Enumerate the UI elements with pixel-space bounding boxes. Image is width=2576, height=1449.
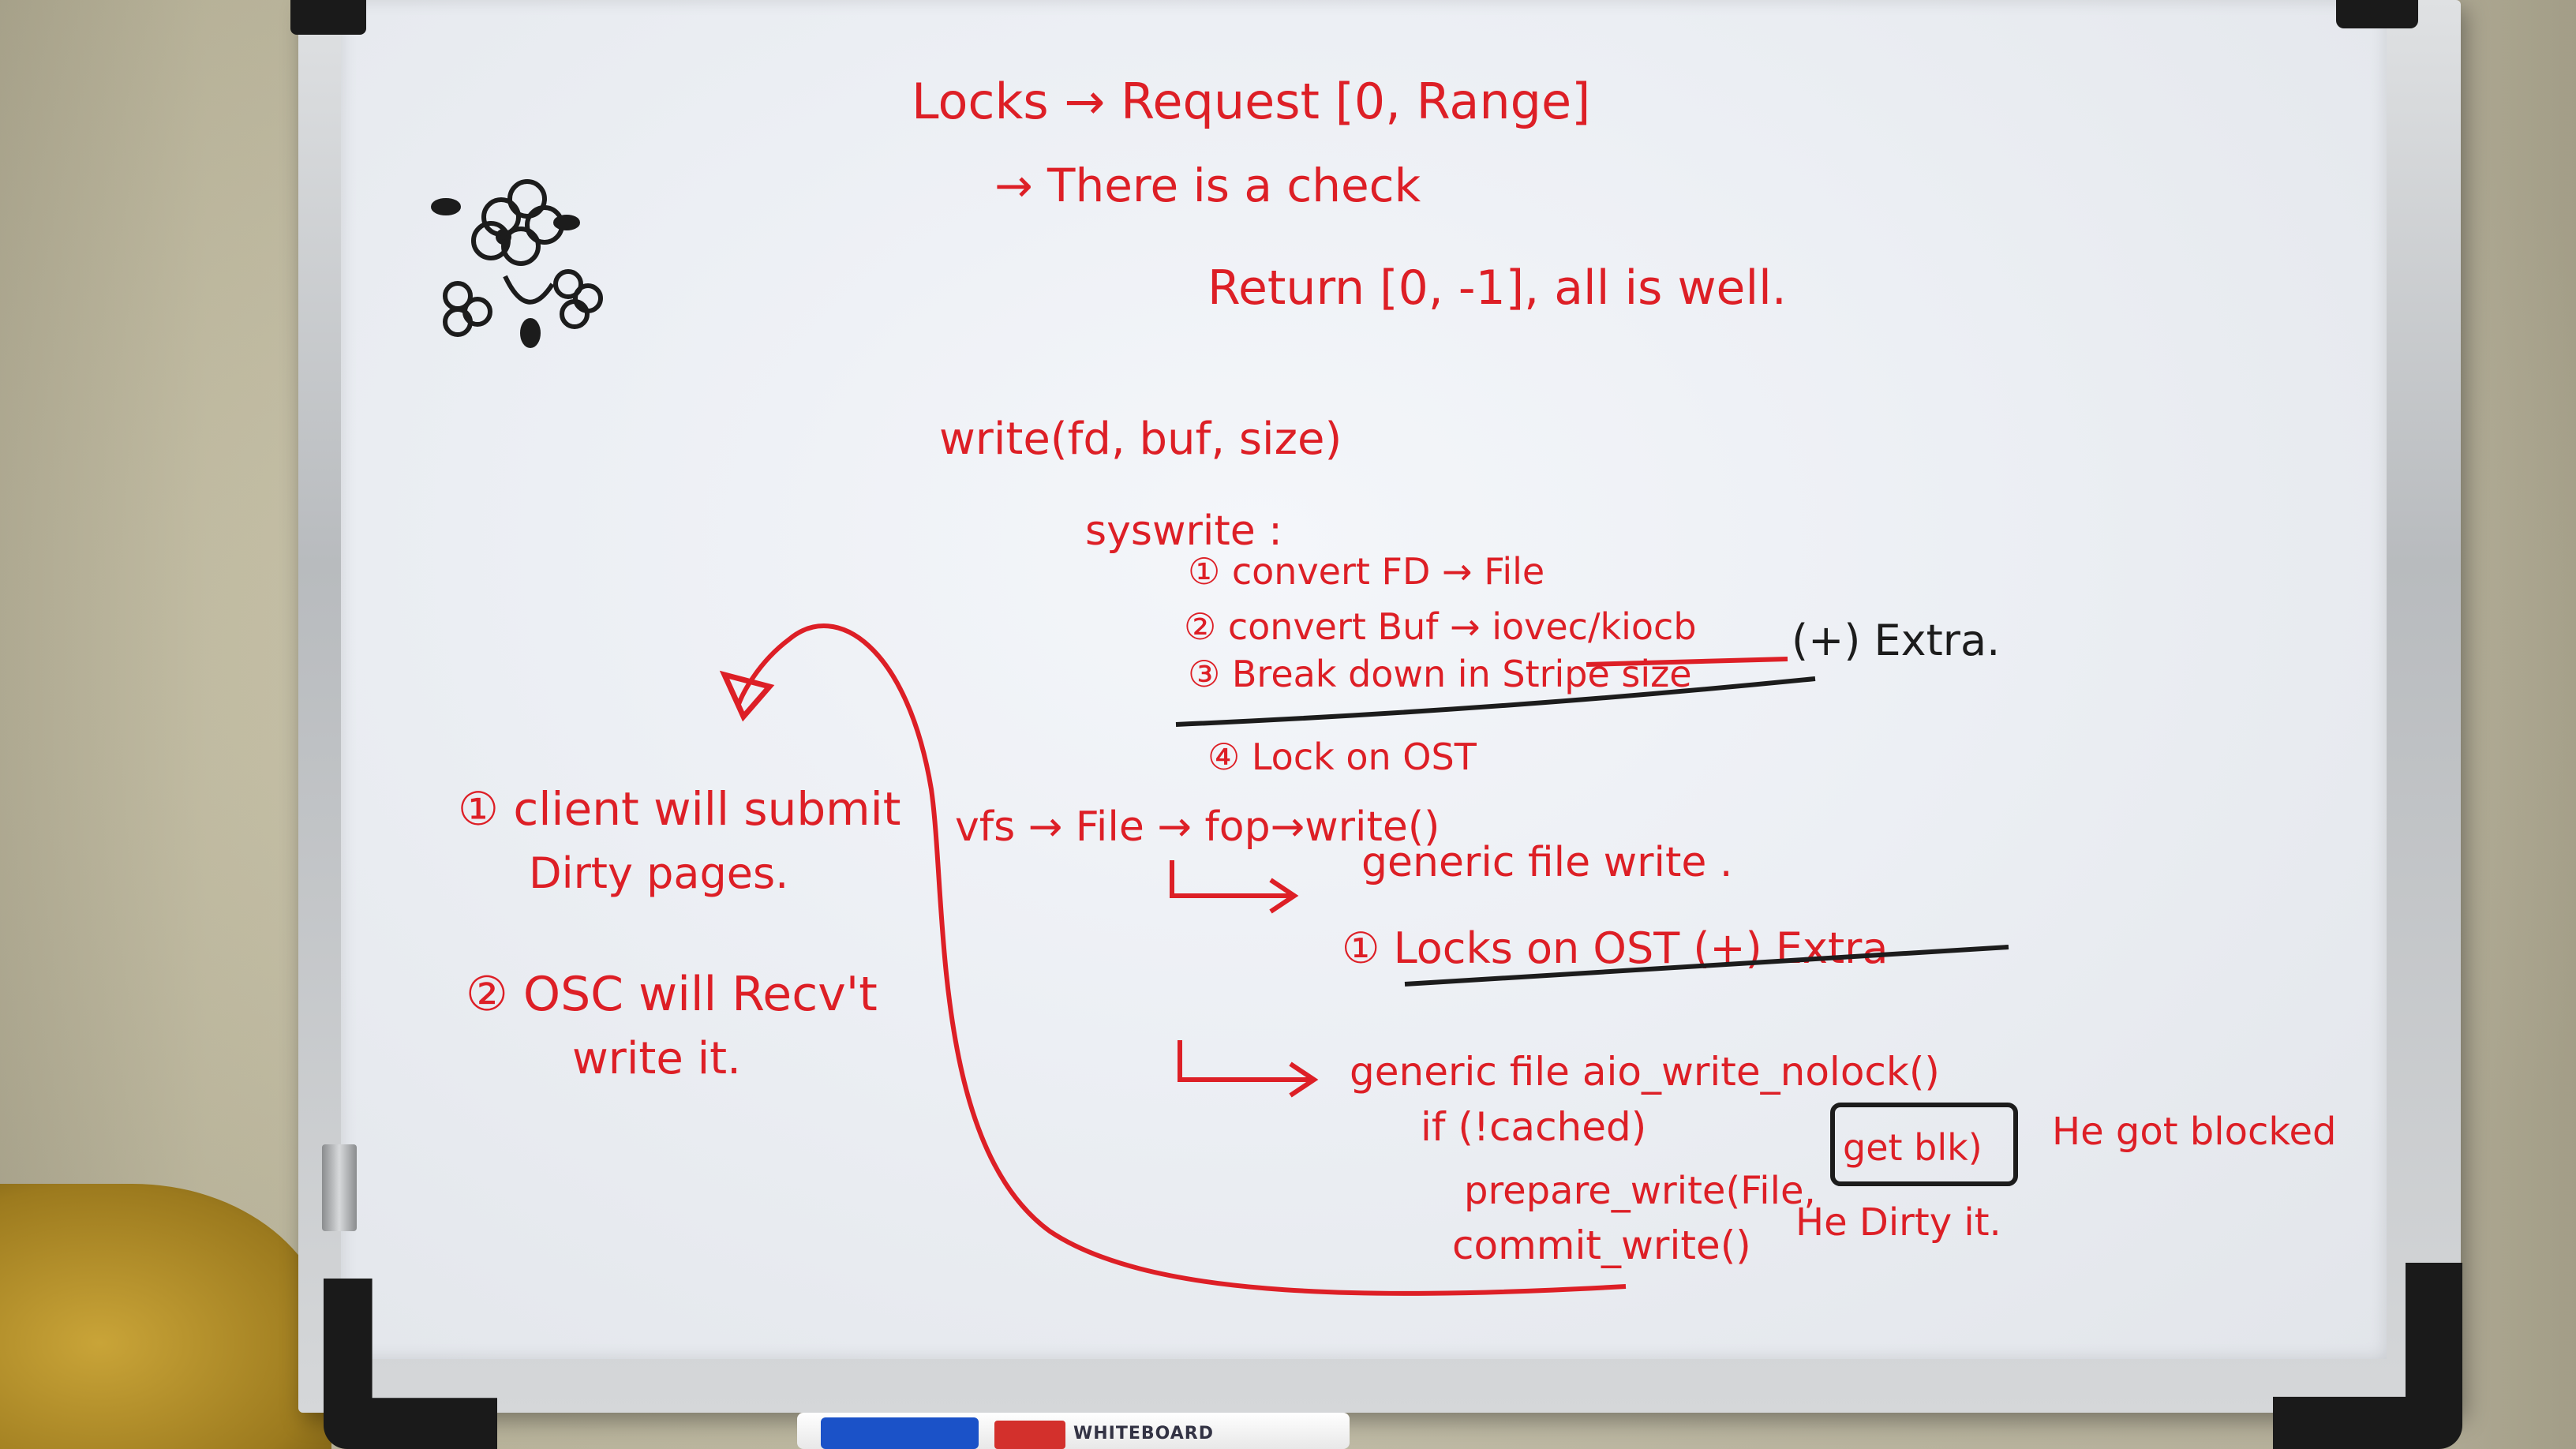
- locks-request-line: Locks → Request [0, Range]: [912, 73, 1590, 130]
- step-3-extra: (+) Extra.: [1792, 616, 2000, 665]
- prepare-write: prepare_write(File,: [1464, 1169, 1816, 1213]
- return-line: Return [0, -1], all is well.: [1208, 260, 1787, 316]
- frame-corner-top-right: [2336, 0, 2418, 28]
- arrow-generic-write-icon: [1170, 860, 1299, 914]
- marker-label: WHITEBOARD: [1073, 1423, 1215, 1443]
- left-note-1a: ① client will submit: [458, 782, 901, 836]
- generic-sub-step: ① Locks on OST (+) Extra: [1342, 923, 1888, 973]
- get-blk-box: [1830, 1103, 2018, 1186]
- there-is-check-line: → There is a check: [994, 159, 1421, 212]
- step-divider-line: [1175, 676, 1816, 727]
- left-note-1b: Dirty pages.: [529, 848, 788, 898]
- commit-note: He Dirty it.: [1795, 1200, 2001, 1245]
- curve-arrowhead-icon: [719, 670, 775, 722]
- write-call: write(fd, buf, size): [939, 414, 1342, 465]
- flower-doodle-icon: [431, 179, 603, 348]
- step-4: ④ Lock on OST: [1208, 736, 1477, 778]
- step-3: ③ Break down in Stripe size: [1188, 653, 1692, 695]
- prepare-boxed: get blk): [1843, 1126, 1983, 1169]
- feedback-curve-arrow: [736, 623, 1627, 1296]
- step-1: ① convert FD → File: [1188, 550, 1544, 593]
- vfs-line: vfs → File → fop→write(): [955, 803, 1440, 851]
- step-2: ② convert Buf → iovec/kiocb: [1184, 605, 1697, 648]
- left-note-2a: ② OSC will Recv't: [466, 967, 878, 1022]
- marker-blue-band: [821, 1417, 979, 1449]
- aio-write-call: generic file aio_write_nolock(): [1350, 1049, 1940, 1095]
- syswrite-label: syswrite :: [1085, 507, 1282, 555]
- mounting-bracket: [322, 1144, 357, 1231]
- generic-file-write: generic file write .: [1361, 839, 1732, 886]
- prepare-note: He got blocked: [2052, 1110, 2336, 1154]
- frame-corner-top-left: [290, 0, 366, 35]
- marker-red-cap: [994, 1421, 1065, 1449]
- whiteboard-surface: [341, 0, 2387, 1359]
- locks-ost-underline: [1404, 945, 2009, 987]
- stripe-size-underline: [1586, 657, 1788, 667]
- arrow-aio-write-icon: [1178, 1040, 1319, 1098]
- left-note-2b: write it.: [572, 1033, 741, 1084]
- if-not-cached: if (!cached): [1421, 1104, 1646, 1150]
- commit-write: commit_write(): [1452, 1222, 1751, 1268]
